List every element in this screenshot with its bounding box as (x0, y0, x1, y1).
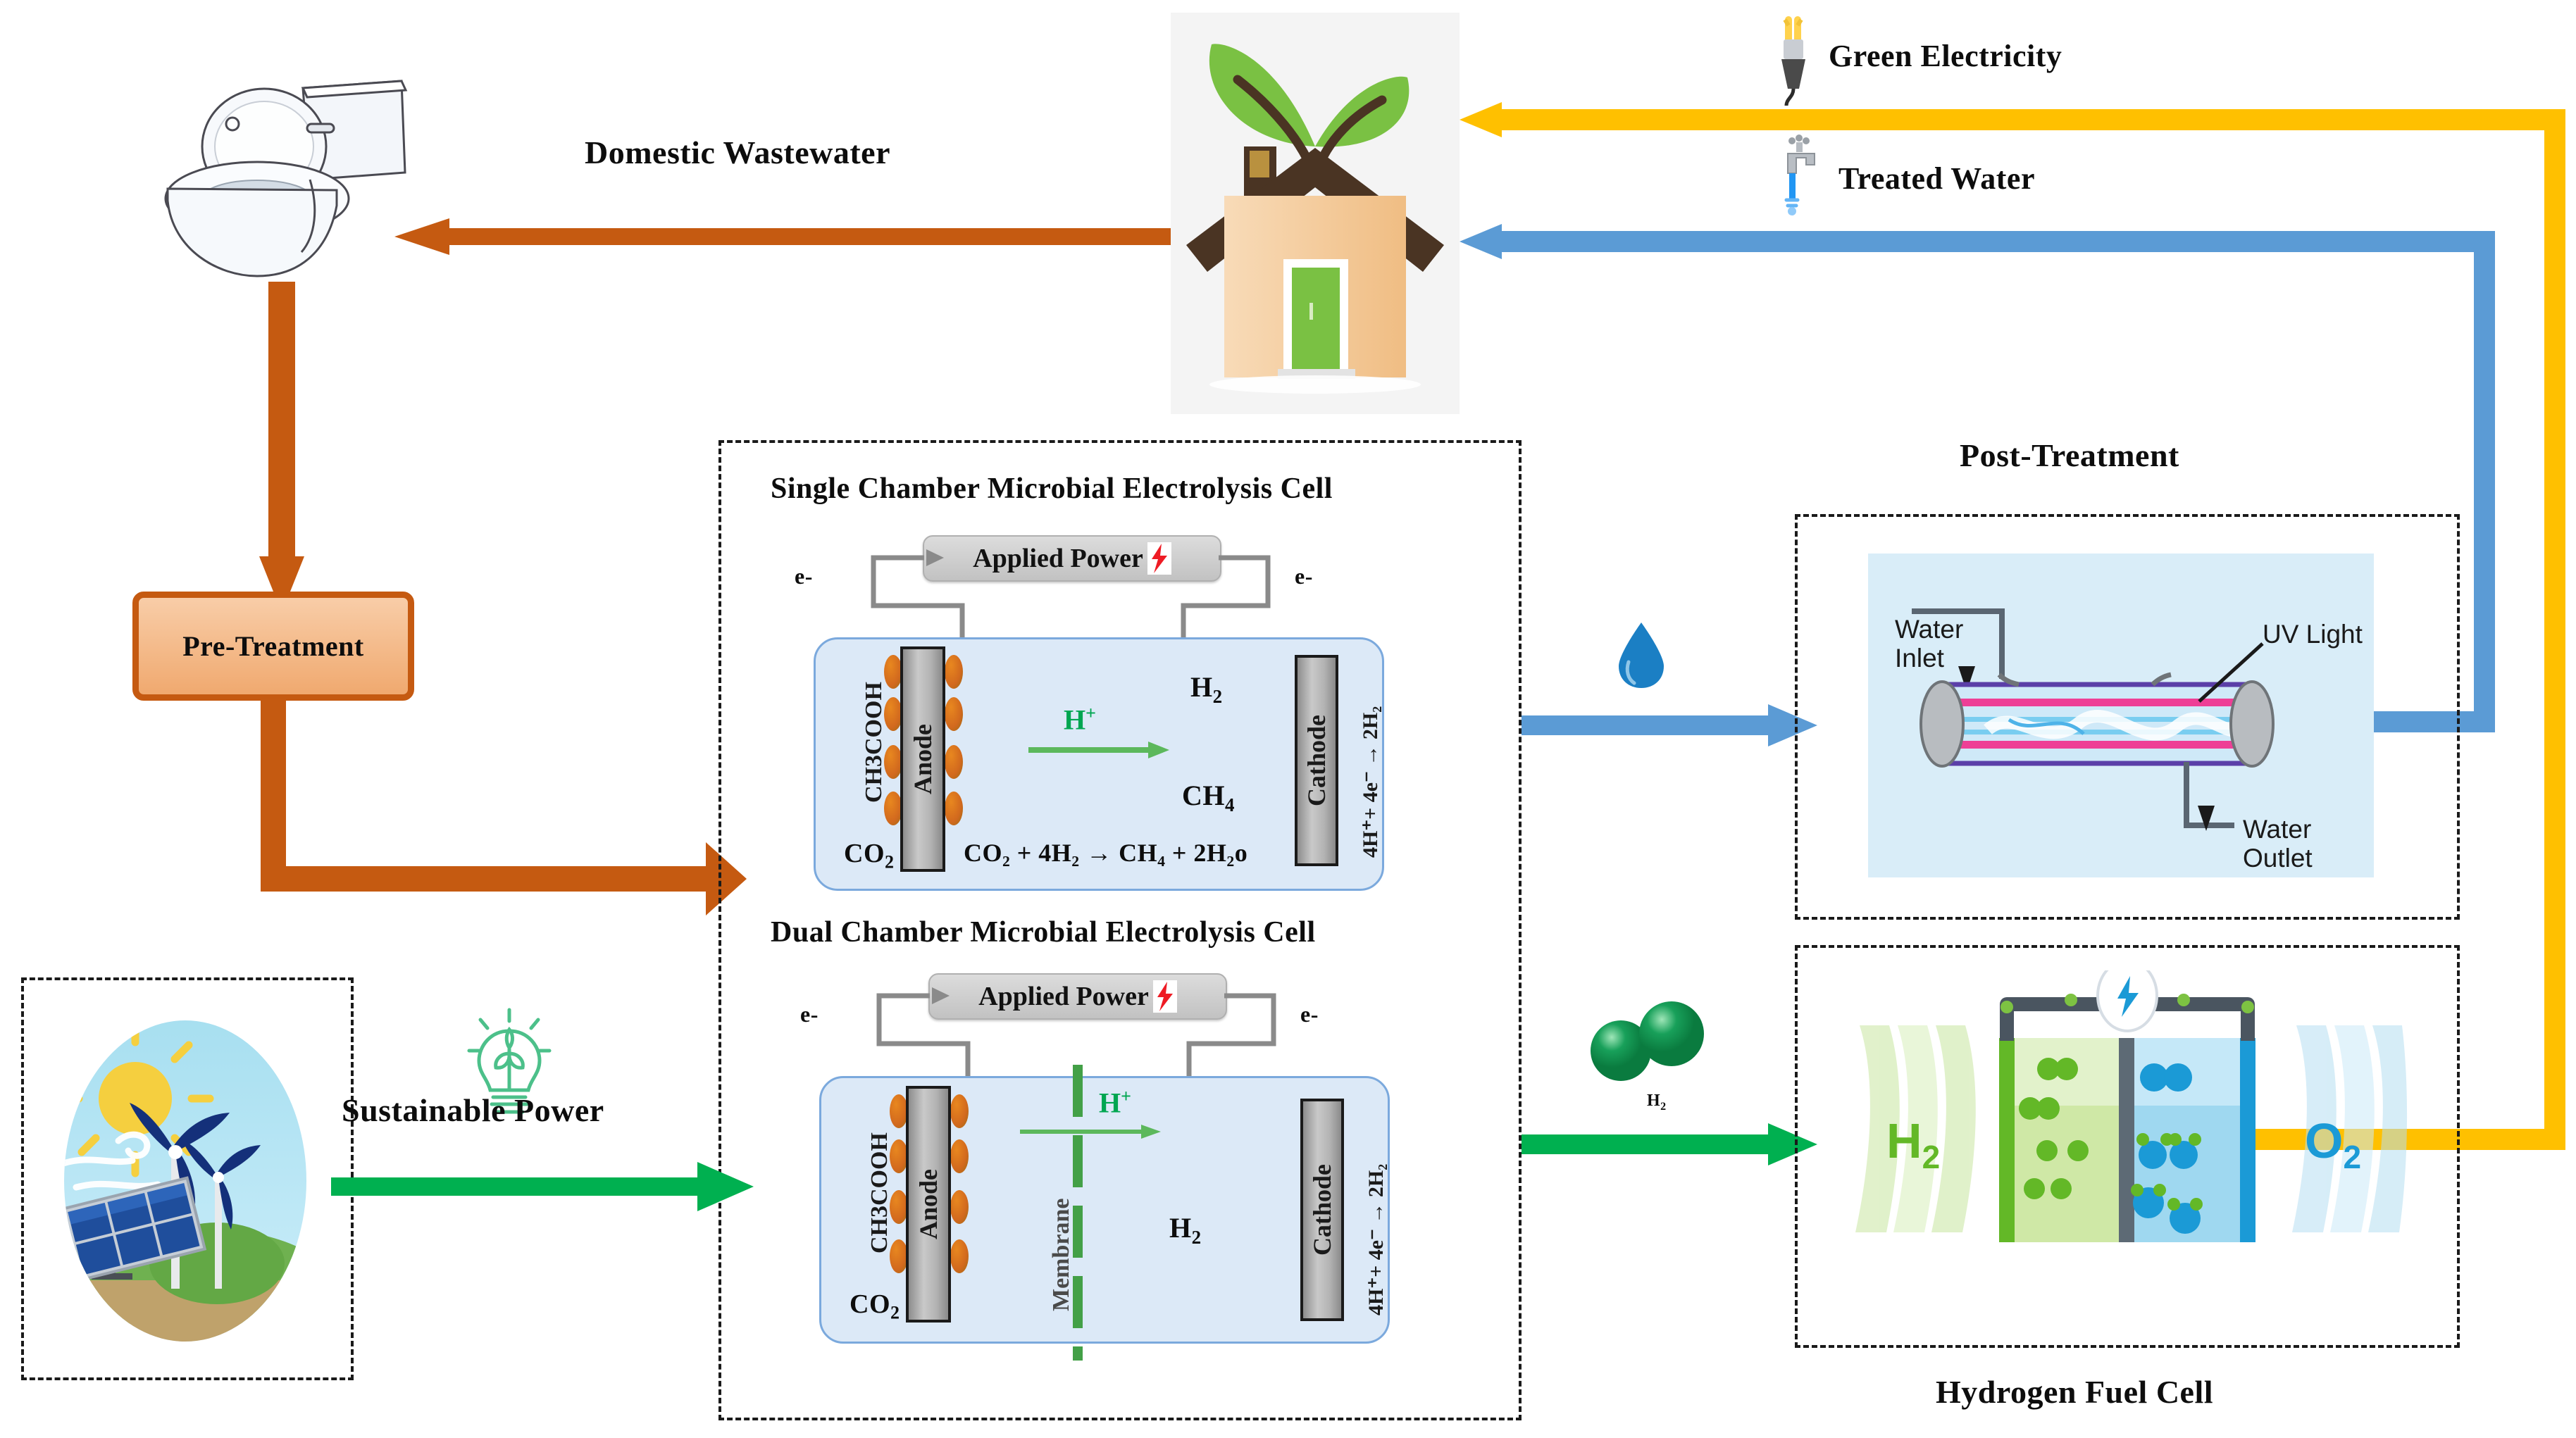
h2-molecule-icon (1581, 1000, 1722, 1092)
water-drop-icon (1613, 620, 1669, 690)
mec-to-posttreatment-flow (1522, 704, 1817, 746)
treated-water-label: Treated Water (1838, 161, 2035, 196)
proton-label-single: H+ (1064, 703, 1096, 736)
bacteria-cluster-dual (890, 1093, 988, 1318)
hydrogen-fuel-cell-label: Hydrogen Fuel Cell (1936, 1374, 2214, 1410)
membrane-dual (1073, 1065, 1084, 1361)
ch4-label-single: CH4 (1182, 780, 1235, 815)
fuelcell-h2-label: H2 (1886, 1113, 1941, 1175)
eco-lightbulb-icon (465, 1006, 554, 1123)
green-electricity-flow-top (1460, 102, 2565, 137)
plug-icon (1772, 15, 1819, 107)
faucet-icon (1778, 132, 1827, 217)
mec-container (718, 440, 1522, 1420)
treated-water-flow-right (2474, 231, 2495, 732)
water-outlet-line1: Water (2243, 815, 2312, 844)
proton-label-dual: H+ (1099, 1086, 1131, 1119)
post-treatment-container (1795, 514, 2460, 920)
renewable-energy-illustration (48, 1015, 323, 1346)
applied-power-box-single[interactable]: Applied Power (923, 535, 1221, 582)
green-electricity-flow-right (2544, 109, 2565, 1150)
co2-label-single: CO2 (844, 839, 895, 873)
sustainable-power-label: Sustainable Power (342, 1092, 604, 1128)
proton-arrow-single (1028, 741, 1169, 759)
bacteria-cluster-single (884, 654, 983, 865)
cathode-equation-dual: 4H⁺+ 4e⁻ → 2H₂ (1364, 1163, 1388, 1315)
h2-molecule-label: H2 (1647, 1092, 1667, 1113)
pre-treatment-box[interactable]: Pre-Treatment (132, 592, 414, 701)
electron-label-dual-left: e- (800, 1001, 819, 1027)
water-inlet-label: Water Inlet (1895, 615, 1963, 673)
post-treatment-label: Post-Treatment (1960, 437, 2179, 473)
cathode-equation-single: 4H⁺+ 4e⁻ → 2H₂ (1359, 706, 1382, 858)
treated-water-flow-top (1460, 224, 2495, 259)
electron-label-dual-right: e- (1300, 1001, 1319, 1027)
h2-label-dual: H2 (1169, 1212, 1202, 1248)
water-inlet-line1: Water (1895, 615, 1964, 644)
fuel-cell-container (1795, 945, 2460, 1348)
applied-power-label-single: Applied Power (973, 544, 1143, 573)
cathode-dual: Cathode (1300, 1099, 1344, 1321)
water-outlet-line2: Outlet (2243, 843, 2313, 873)
anode-label-single: Anode (909, 723, 937, 795)
eco-house-icon (1171, 13, 1460, 414)
domestic-wastewater-flow (394, 218, 1176, 255)
cathode-single: Cathode (1295, 655, 1338, 866)
membrane-label-dual: Membrane (1048, 1198, 1074, 1311)
applied-power-label-dual: Applied Power (978, 982, 1149, 1011)
dual-chamber-title: Dual Chamber Microbial Electrolysis Cell (771, 916, 1316, 949)
electron-label-single-right: e- (1295, 563, 1313, 589)
electron-label-single-left: e- (795, 563, 813, 589)
lightning-bolt-icon (1147, 542, 1171, 575)
fuelcell-o2-label: O2 (2305, 1113, 2362, 1175)
toilet-illustration (134, 56, 430, 296)
anode-single: Anode (900, 646, 945, 872)
fuel-cell-illustration (1846, 959, 2409, 1301)
mec-to-fuelcell-flow (1522, 1123, 1817, 1165)
domestic-wastewater-label: Domestic Wastewater (585, 135, 891, 170)
h2-label-single: H2 (1190, 671, 1223, 707)
applied-power-box-dual[interactable]: Applied Power (928, 973, 1227, 1020)
toilet-to-pretreatment-flow (259, 282, 304, 613)
anode-label-dual: Anode (914, 1168, 942, 1240)
co2-label-dual: CO2 (850, 1289, 900, 1323)
proton-arrow-dual (1020, 1124, 1161, 1139)
anode-dual: Anode (906, 1086, 951, 1323)
pre-treatment-label: Pre-Treatment (182, 630, 364, 662)
single-chamber-title: Single Chamber Microbial Electrolysis Ce… (771, 473, 1333, 505)
water-outlet-label: Water Outlet (2243, 815, 2313, 873)
uv-light-label: UV Light (2263, 620, 2363, 649)
cathode-label-dual: Cathode (1308, 1163, 1336, 1256)
green-electricity-label: Green Electricity (1829, 39, 2062, 73)
water-inlet-line2: Inlet (1895, 643, 1944, 673)
sustainable-power-flow (331, 1162, 754, 1211)
pretreatment-to-mec-flow (261, 697, 747, 915)
cathode-label-single: Cathode (1302, 714, 1331, 807)
uv-reactor-illustration (1868, 554, 2374, 877)
lightning-bolt-icon (1152, 980, 1177, 1013)
bottom-equation-single: CO₂ + 4H₂ → CH₄ + 2H₂o (964, 839, 1248, 867)
